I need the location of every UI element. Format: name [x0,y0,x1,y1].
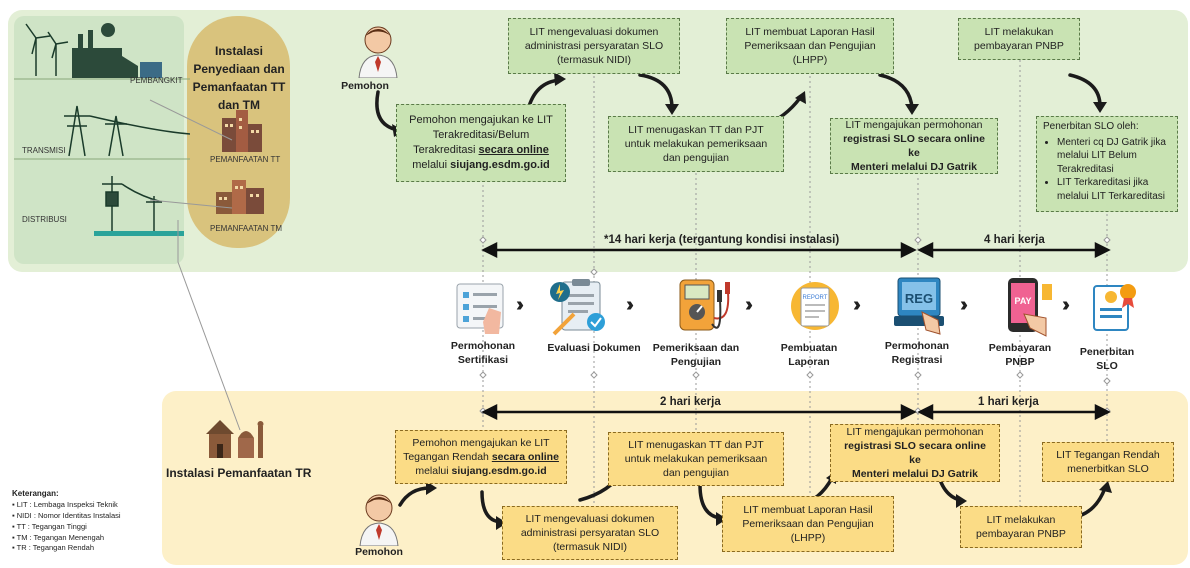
chevron-step-3: ››› [745,294,753,316]
document-evaluation-icon [550,279,605,336]
reg-screen-icon: REG [894,277,944,335]
power-infrastructure-illustration [14,23,190,236]
top-box5-line3: Menteri melalui DJ Gatrik [850,161,978,174]
reg-icon-text: REG [905,291,933,306]
top-box1-line1: Pemohon mengajukan ke LIT [409,114,553,127]
bottom-box1-url: siujang.esdm.go.id [451,465,547,478]
legend-item-lit: LIT : Lembaga Inspeksi Teknik [16,499,118,509]
gear-icon [101,23,115,37]
bottom-box-assignment: LIT menugaskan TT dan PJT untuk melakuka… [608,432,784,486]
infra-label-transmisi: TRANSMISI [22,146,66,155]
bottom-box1-online: secara online [491,450,559,463]
legend-item-tt: TT : Tegangan Tinggi [16,521,87,531]
top-box-payment: LIT melakukan pembayaran PNBP [958,18,1080,60]
bottom-box-payment: LIT melakukan pembayaran PNBP [960,506,1082,548]
chevron-step-4: ››› [853,294,861,316]
applicant-bottom-icon [359,494,399,546]
step-label-pemeriksaan: Pemeriksaan dan Pengujian [652,342,740,368]
legend-item-nidi: NIDI : Nomor Identitas Instalasi [16,510,121,520]
bottom-box-registration: LIT mengajukan permohonan registrasi SLO… [830,424,1000,482]
transmission-tower-icon [64,105,190,157]
step-label-penerbitan-slo: Penerbitan SLO [1079,346,1135,372]
top-box7-item1: Menteri cq DJ Gatrik jika melalui LIT Be… [1057,136,1171,177]
multimeter-icon [679,279,730,331]
top-duration-final: 4 hari kerja [984,234,1045,246]
report-icon-text: REPORT [803,295,828,301]
top-box7-title: Penerbitan SLO oleh: [1043,121,1139,132]
factory-icon [72,30,162,78]
top-box-report: LIT membuat Laporan Hasil Pemeriksaan da… [726,18,894,74]
chevron-step-5: ››› [960,294,968,316]
top-box1-line3: Terakreditasi [413,144,476,156]
bottom-box1-line1: Pemohon mengajukan ke LIT [412,436,550,449]
report-icon: REPORT [791,282,839,330]
legend: Keterangan: ▪ LIT : Lembaga Inspeksi Tek… [12,489,121,553]
top-box1-via: melalui [412,158,448,171]
bottom-duration-main: 2 hari kerja [660,396,721,408]
chevron-step-1: ››› [516,294,524,316]
bottom-box5-line2: registrasi SLO secara online ke [844,439,986,466]
bottom-box5-line1: LIT mengajukan permohonan [846,425,984,438]
distribution-pole-icon [102,176,163,231]
step-label-permohonan-registrasi: Permohonan Registrasi [884,340,950,366]
step-label-pembuatan-laporan: Pembuatan Laporan [780,342,838,368]
pay-icon-text: PAY [1014,296,1031,306]
certificate-icon [1093,284,1136,331]
top-box1-line2: Terakreditasi/Belum [432,129,530,142]
bottom-duration-final: 1 hari kerja [978,396,1039,408]
top-box-assignment: LIT menugaskan TT dan PJT untuk melakuka… [608,116,784,172]
building-tm-icon [216,180,264,214]
pay-phone-icon: PAY [1008,278,1052,337]
applicant-top-icon [358,26,398,78]
step-label-pembayaran-pnbp: Pembayaran PNBP [988,342,1052,368]
infra-label-pemanfaatan-tt: PEMANFAATAN TT [210,155,281,164]
bottom-box-evaluation: LIT mengevaluasi dokumen administrasi pe… [502,506,678,560]
wind-turbine-icon [25,23,69,76]
top-box-application: Pemohon mengajukan ke LIT Terakreditasi/… [396,104,566,182]
top-box-issuance: Penerbitan SLO oleh: Menteri cq DJ Gatri… [1036,116,1178,212]
top-box-evaluation: LIT mengevaluasi dokumen administrasi pe… [508,18,680,74]
bottom-box1-line2: Tegangan Rendah [403,450,489,463]
top-box-registration: LIT mengajukan permohonan registrasi SLO… [830,118,998,174]
infra-label-pemanfaatan-tm: PEMANFAATAN TM [210,224,283,233]
top-box1-online: secara online [478,144,549,156]
tt-tm-title: Instalasi Penyediaan dan Pemanfaatan TT … [192,44,286,112]
chevron-step-2: ››› [626,294,634,316]
top-box5-line2: registrasi SLO secara online ke [843,132,985,159]
applicant-bottom-label: Pemohon [355,546,403,558]
legend-item-tr: TR : Tegangan Rendah [16,543,95,553]
buildings-illustration [216,110,264,214]
bottom-box-issuance: LIT Tegangan Rendah menerbitkan SLO [1042,442,1174,482]
houses-mosque-icon [206,420,264,458]
chevron-step-6: ››› [1062,294,1070,316]
infra-label-distribusi: DISTRIBUSI [22,215,67,224]
building-tt-icon [222,110,262,152]
top-duration-main: *14 hari kerja (tergantung kondisi insta… [604,234,840,246]
bottom-box-report: LIT membuat Laporan Hasil Pemeriksaan da… [722,496,894,552]
infra-label-pembangkit: PEMBANGKIT [130,76,183,85]
form-checklist-icon [456,283,504,334]
top-box7-item2: LIT Terkareditasi jika melalui LIT Terka… [1057,176,1171,203]
tr-title: Instalasi Pemanfaatan TR [166,466,312,480]
applicant-top-label: Pemohon [341,80,389,92]
bottom-box-application: Pemohon mengajukan ke LIT Tegangan Renda… [395,430,567,484]
top-box5-line1: LIT mengajukan permohonan [845,118,983,131]
step-label-permohonan-sertifikasi: Permohonan Sertifikasi [450,340,516,366]
bottom-box5-line3: Menteri melalui DJ Gatrik [851,468,979,481]
legend-item-tm: TM : Tegangan Menengah [16,532,105,542]
bottom-box1-via: melalui [415,465,449,478]
step-label-evaluasi-dokumen: Evaluasi Dokumen [547,342,641,354]
legend-title: Keterangan: [12,489,59,498]
top-box1-url: siujang.esdm.go.id [450,158,550,171]
